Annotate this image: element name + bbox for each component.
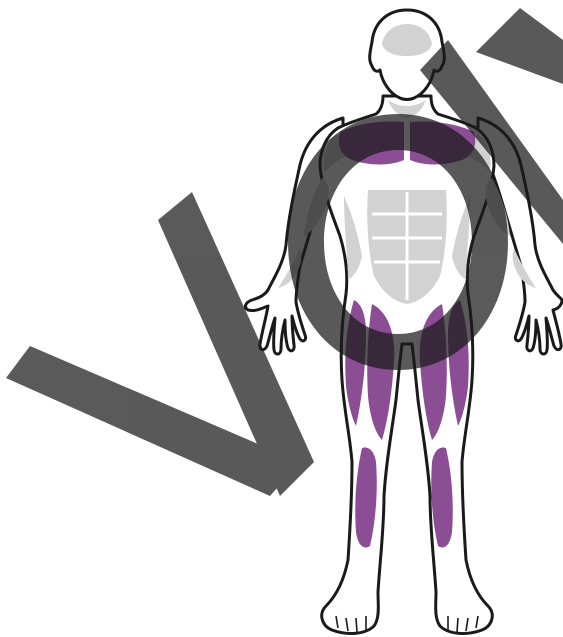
watermark-r-arc	[476, 8, 563, 84]
body-silhouette	[245, 10, 562, 633]
